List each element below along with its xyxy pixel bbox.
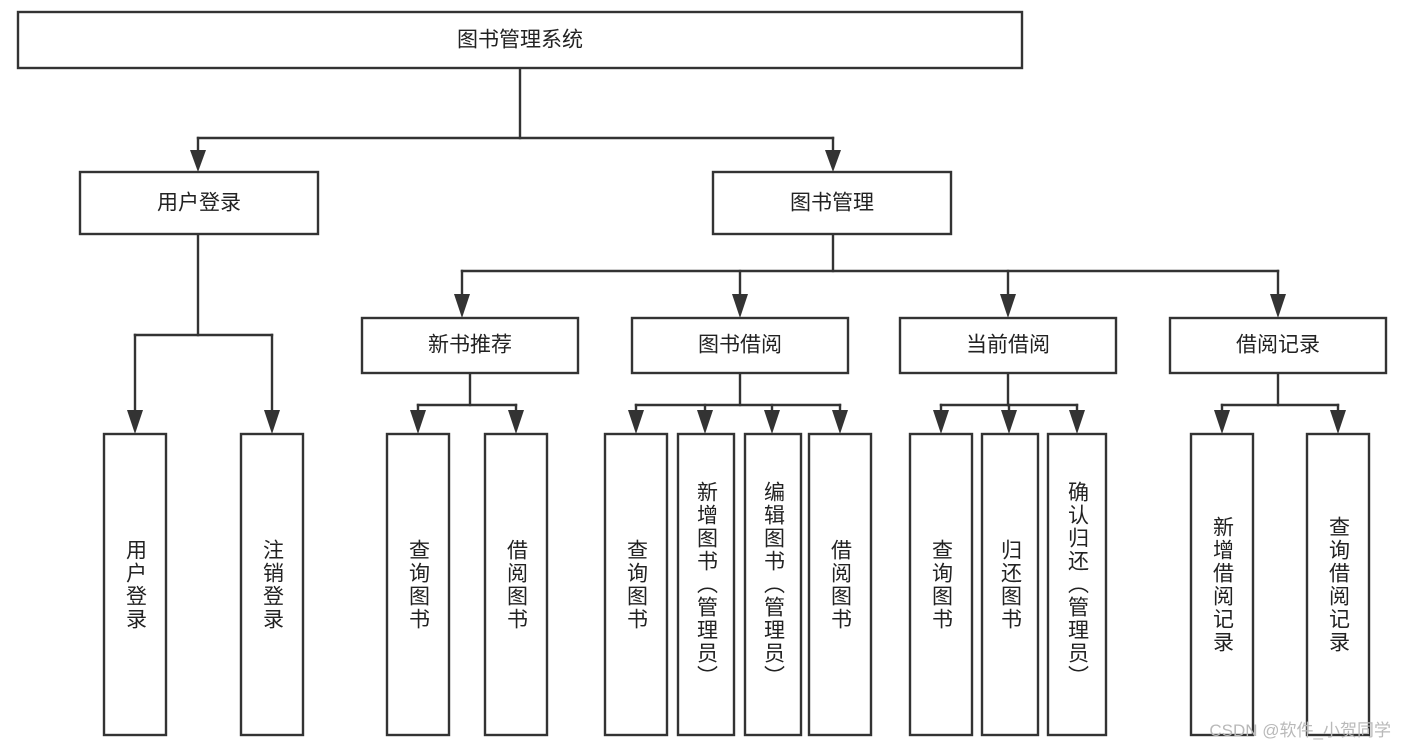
- node-label-book-manage: 图书管理: [790, 192, 874, 215]
- node-box-leaf-query-record[interactable]: [1305, 432, 1371, 737]
- node-label-user-login: 用户登录: [157, 192, 241, 215]
- node-box-leaf-borrow-book-1[interactable]: [483, 432, 549, 737]
- arrowhead-leaf-query-book-2: [628, 410, 644, 434]
- node-box-leaf-query-book-2[interactable]: [603, 432, 669, 737]
- node-label-borrow-record: 借阅记录: [1236, 334, 1320, 357]
- node-box-leaf-return-book[interactable]: [980, 432, 1040, 737]
- node-box-leaf-user-login[interactable]: [102, 432, 168, 737]
- node-box-book-borrow[interactable]: [630, 316, 850, 375]
- node-label-root: 图书管理系统: [457, 29, 583, 52]
- arrowhead-leaf-query-book-1: [410, 410, 426, 434]
- node-label-book-borrow: 图书借阅: [698, 334, 782, 357]
- node-box-new-book-recommend[interactable]: [360, 316, 580, 375]
- node-box-borrow-record[interactable]: [1168, 316, 1388, 375]
- watermark-text: CSDN @软件_小贺同学: [1209, 721, 1391, 740]
- node-box-book-manage[interactable]: [711, 170, 953, 236]
- node-box-leaf-query-book-1[interactable]: [385, 432, 451, 737]
- arrowhead-current-borrow: [1000, 294, 1016, 318]
- arrowhead-leaf-user-login: [127, 410, 143, 434]
- arrowhead-user-login: [190, 150, 206, 172]
- node-label-current-borrow: 当前借阅: [966, 334, 1050, 357]
- arrowhead-leaf-return-book: [1001, 410, 1017, 434]
- node-box-leaf-confirm-return[interactable]: [1046, 432, 1108, 737]
- connector-group-root: [190, 66, 841, 172]
- connector-group-borrow-record: [1214, 371, 1346, 434]
- arrowhead-book-borrow: [732, 294, 748, 318]
- node-box-leaf-user-logout[interactable]: [239, 432, 305, 737]
- node-box-leaf-edit-book[interactable]: [743, 432, 803, 737]
- arrowhead-leaf-confirm-return: [1069, 410, 1085, 434]
- node-box-user-login[interactable]: [78, 170, 320, 236]
- arrowhead-leaf-borrow-book-2: [832, 410, 848, 434]
- connector-group-current-borrow: [933, 371, 1085, 434]
- node-box-leaf-add-book[interactable]: [676, 432, 736, 737]
- arrowhead-leaf-user-logout: [264, 410, 280, 434]
- node-box-root[interactable]: [16, 10, 1024, 70]
- node-box-leaf-borrow-book-2[interactable]: [807, 432, 873, 737]
- arrowhead-leaf-add-record: [1214, 410, 1230, 434]
- connector-group-book-manage: [454, 232, 1286, 318]
- arrowhead-new-book-recommend: [454, 294, 470, 318]
- arrowhead-borrow-record: [1270, 294, 1286, 318]
- node-label-new-book-recommend: 新书推荐: [428, 334, 512, 357]
- connector-group-book-borrow: [628, 371, 848, 434]
- arrowhead-book-manage: [825, 150, 841, 172]
- arrowhead-leaf-borrow-book-1: [508, 410, 524, 434]
- connector-group-new-book-recommend: [410, 371, 524, 434]
- arrowhead-leaf-add-book: [697, 410, 713, 434]
- node-box-leaf-query-book-3[interactable]: [908, 432, 974, 737]
- node-box-current-borrow[interactable]: [898, 316, 1118, 375]
- arrowhead-leaf-query-record: [1330, 410, 1346, 434]
- arrowhead-leaf-query-book-3: [933, 410, 949, 434]
- arrowhead-leaf-edit-book: [764, 410, 780, 434]
- node-box-leaf-add-record[interactable]: [1189, 432, 1255, 737]
- connector-group-user-login: [127, 232, 280, 434]
